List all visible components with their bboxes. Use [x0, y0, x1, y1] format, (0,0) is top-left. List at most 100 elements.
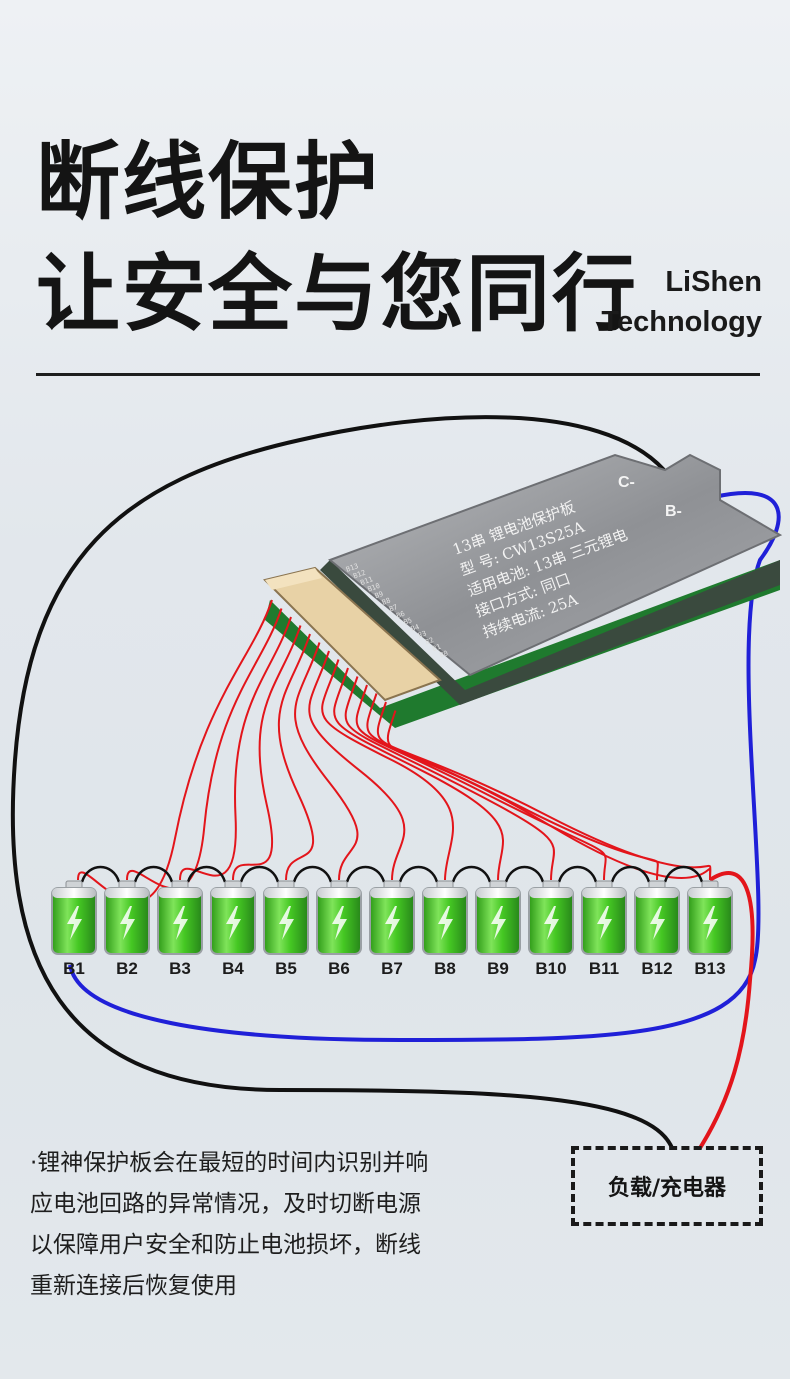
sense-wire	[355, 684, 607, 881]
sense-wire	[294, 642, 359, 881]
pin-label: B0	[439, 649, 450, 659]
description-text: ·锂神保护板会在最短的时间内识别并响 应电池回路的异常情况，及时切断电源 以保障…	[30, 1143, 500, 1307]
battery-b2: B2	[104, 880, 150, 978]
jumper-wire	[292, 865, 333, 883]
battery-label: B13	[694, 959, 725, 978]
sense-wire	[386, 710, 712, 881]
jumper-wire	[451, 865, 492, 883]
connector-top	[265, 568, 322, 590]
lightning-icon	[120, 906, 135, 940]
pin-label: B2	[424, 636, 435, 646]
lightning-icon	[597, 906, 612, 940]
lightning-icon	[173, 906, 188, 940]
jumper-wire	[610, 865, 651, 883]
battery-cap	[476, 888, 520, 898]
description-line-1: ·锂神保护板会在最短的时间内识别并响	[30, 1150, 429, 1176]
battery-label: B12	[641, 959, 672, 978]
jumper-wire	[345, 865, 386, 883]
battery-label: B2	[116, 959, 138, 978]
battery-label: B8	[434, 959, 456, 978]
battery-label: B3	[169, 959, 191, 978]
pin-label: B4	[410, 623, 421, 633]
sense-wire	[77, 599, 273, 903]
battery-label: B5	[275, 959, 297, 978]
battery-label: B9	[487, 959, 509, 978]
sense-wire	[232, 625, 302, 881]
battery-b6: B6	[316, 880, 362, 978]
battery-cap	[317, 888, 361, 898]
lightning-icon	[544, 906, 559, 940]
load-charger-label: 负载/充电器	[607, 1176, 727, 1201]
battery-b13: B13	[687, 880, 733, 978]
lightning-icon	[491, 906, 506, 940]
black-wire	[10, 415, 674, 1149]
battery-cap	[264, 888, 308, 898]
battery-b11: B11	[581, 880, 627, 978]
battery-b8: B8	[422, 880, 468, 978]
protection-board: C- B- 13串 锂电池保护板 型 号: CW13S25A 适用电池: 13串…	[263, 453, 783, 728]
battery-label: B7	[381, 959, 403, 978]
pin-label: B10	[367, 582, 382, 594]
pin-label: B5	[403, 616, 414, 626]
battery-b12: B12	[634, 880, 680, 978]
battery-label: B11	[589, 959, 619, 978]
pin-label: B9	[374, 590, 385, 600]
pin-label: B11	[359, 575, 374, 587]
pin-label: B6	[395, 610, 406, 620]
lightning-icon	[438, 906, 453, 940]
headline-line-2: 让安全与您同行	[36, 245, 639, 343]
red-sense-wires	[77, 599, 712, 903]
lightning-icon	[226, 906, 241, 940]
battery-cap	[105, 888, 149, 898]
jumper-wire	[186, 865, 227, 883]
board-metal-plate	[328, 453, 783, 677]
battery-label: B6	[328, 959, 350, 978]
sense-wire	[308, 650, 406, 881]
pin-label: B8	[381, 596, 392, 606]
terminal-c-label: C-	[618, 474, 635, 491]
jumper-wire	[504, 865, 545, 883]
battery-cap	[211, 888, 255, 898]
pin-label: B12	[352, 569, 367, 581]
load-charger-box: 负载/充电器	[571, 1146, 763, 1226]
lightning-icon	[703, 906, 718, 940]
jumper-wire	[663, 865, 704, 883]
sense-wire	[376, 701, 712, 881]
pcb-side	[320, 560, 780, 705]
terminal-b-label: B-	[665, 503, 682, 520]
battery-b9: B9	[475, 880, 521, 978]
lightning-icon	[279, 906, 294, 940]
battery-b10: B10	[528, 880, 574, 978]
pin-label: B13	[345, 562, 360, 574]
battery-b5: B5	[263, 880, 309, 978]
battery-label: B4	[222, 959, 244, 978]
sense-wire	[333, 667, 504, 881]
description-line-2: 应电池回路的异常情况，及时切断电源	[30, 1191, 421, 1217]
battery-label: B10	[535, 959, 566, 978]
sense-wire	[126, 608, 283, 890]
jumper-wire	[398, 865, 439, 883]
jumper-wire	[80, 865, 121, 883]
brand-name: LiShen	[665, 266, 762, 298]
pin-label: B7	[388, 603, 399, 613]
jumper-wire	[133, 865, 174, 883]
brand-subtitle: Technology	[601, 306, 762, 338]
battery-b3: B3	[157, 880, 203, 978]
description-line-4: 重新连接后恢复使用	[30, 1273, 237, 1299]
battery-cap	[158, 888, 202, 898]
battery-cap	[52, 888, 96, 898]
connector	[263, 566, 442, 702]
battery-b1: B1	[51, 880, 97, 978]
headline-line-1: 断线保护	[36, 133, 381, 231]
sense-wire	[321, 659, 454, 881]
battery-jumpers	[80, 865, 704, 883]
battery-cap	[370, 888, 414, 898]
battery-cap	[688, 888, 732, 898]
battery-b4: B4	[210, 880, 256, 978]
red-main-wire	[698, 871, 755, 1150]
blue-wire	[68, 490, 781, 1043]
battery-b7: B7	[369, 880, 415, 978]
